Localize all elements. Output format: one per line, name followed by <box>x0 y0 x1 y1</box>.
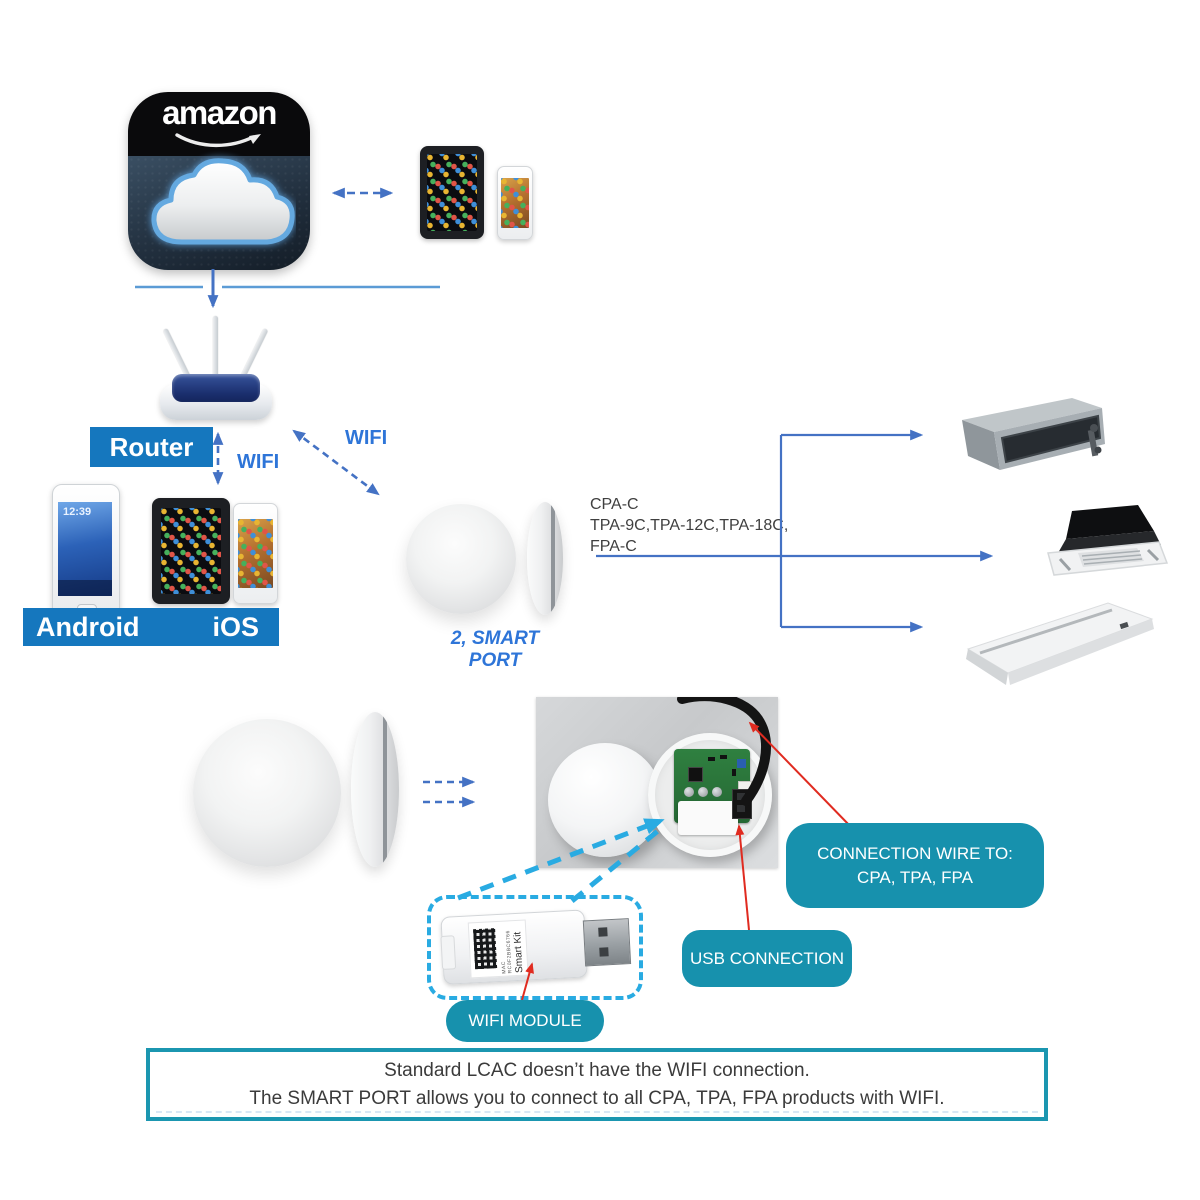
ac-duct-unit-icon <box>962 398 1105 470</box>
stick-label-text: Smart Kit <box>512 931 526 974</box>
amazon-cloud-app-icon: amazon <box>128 92 310 270</box>
module-slot <box>678 801 738 835</box>
stick-body: Smart Kit MAC RC0F2BBC6766 <box>440 909 588 985</box>
ios-label: iOS <box>212 611 259 642</box>
iphone-icon <box>233 503 278 604</box>
iphone-screen <box>237 518 274 589</box>
capacitor <box>698 787 708 797</box>
wifi-usb-stick-icon: Smart Kit MAC RC0F2BBC6766 <box>434 897 638 993</box>
android-dock <box>58 580 112 596</box>
phone-screen <box>501 177 529 229</box>
smart-port-front-icon <box>406 504 516 614</box>
capacitor <box>712 787 722 797</box>
model-line-3: FPA-C <box>590 538 637 555</box>
smart-port-side-icon <box>351 712 399 867</box>
smart-port-front-icon <box>193 719 341 867</box>
app-grid <box>160 507 222 595</box>
stick-tab <box>440 935 457 970</box>
amazon-icon-top-band: amazon <box>128 92 310 156</box>
tablet-icon <box>420 146 484 239</box>
wifi-module-callout: WIFI MODULE <box>446 1000 604 1042</box>
qr-code-icon <box>473 928 498 970</box>
amazon-smile-icon <box>175 133 261 148</box>
stick-label: Smart Kit MAC RC0F2BBC6766 <box>467 919 529 979</box>
router-antenna <box>213 316 218 378</box>
clock-text: 12:39 <box>63 506 92 518</box>
note-line-1: Standard LCAC doesn’t have the WIFI conn… <box>384 1059 810 1081</box>
os-banner: Android iOS <box>23 608 279 646</box>
stick-mac-text: MAC RC0F2BBC6766 <box>500 930 514 974</box>
connection-wire-callout: CONNECTION WIRE TO: CPA, TPA, FPA <box>786 823 1044 908</box>
usb-plug-icon <box>582 918 632 967</box>
connection-wire-line1: CONNECTION WIRE TO: <box>817 843 1013 863</box>
wifi-label-vertical: WIFI <box>237 451 280 473</box>
note-box: Standard LCAC doesn’t have the WIFI conn… <box>146 1048 1048 1121</box>
cloud-icon <box>151 158 295 245</box>
tablet-screen <box>427 154 477 231</box>
amazon-brand-text: amazon <box>162 94 277 131</box>
smart-port-backplate <box>382 712 387 867</box>
app-grid <box>237 518 274 589</box>
app-grid <box>427 154 477 231</box>
android-label: Android <box>36 611 140 642</box>
router-label: Router <box>90 427 213 467</box>
opened-smart-port-photo <box>536 697 778 868</box>
ipad-icon <box>152 498 230 604</box>
component <box>732 769 736 776</box>
model-list: CPA-C TPA-9C,TPA-12C,TPA-18C, FPA-C <box>590 494 788 557</box>
ac-cassette-unit-icon <box>1047 505 1168 576</box>
note-line-2: The SMART PORT allows you to connect to … <box>249 1087 945 1109</box>
android-phone-screen: 12:39 <box>58 502 112 596</box>
wifi-label-diagonal: WIFI <box>345 427 388 449</box>
router-top-panel <box>172 374 260 402</box>
app-grid <box>501 177 529 229</box>
ipad-screen <box>160 507 222 595</box>
smart-port-side-icon <box>527 502 563 615</box>
component <box>708 757 715 761</box>
chip <box>688 767 703 782</box>
component <box>720 755 727 759</box>
phone-icon <box>497 166 533 240</box>
connection-wire <box>677 697 771 806</box>
connection-wire-line2: CPA, TPA, FPA <box>857 867 973 887</box>
ac-ceiling-unit-icon <box>966 602 1154 685</box>
component <box>737 759 746 768</box>
capacitor <box>684 787 694 797</box>
model-line-2: TPA-9C,TPA-12C,TPA-18C, <box>590 517 789 534</box>
usb-connection-callout: USB CONNECTION <box>682 930 852 987</box>
router-icon <box>160 316 272 422</box>
smart-port-caption: 2, SMART PORT <box>450 628 540 671</box>
model-line-1: CPA-C <box>590 496 639 513</box>
android-phone-icon: 12:39 <box>52 484 120 618</box>
smart-port-backplate <box>550 502 555 615</box>
